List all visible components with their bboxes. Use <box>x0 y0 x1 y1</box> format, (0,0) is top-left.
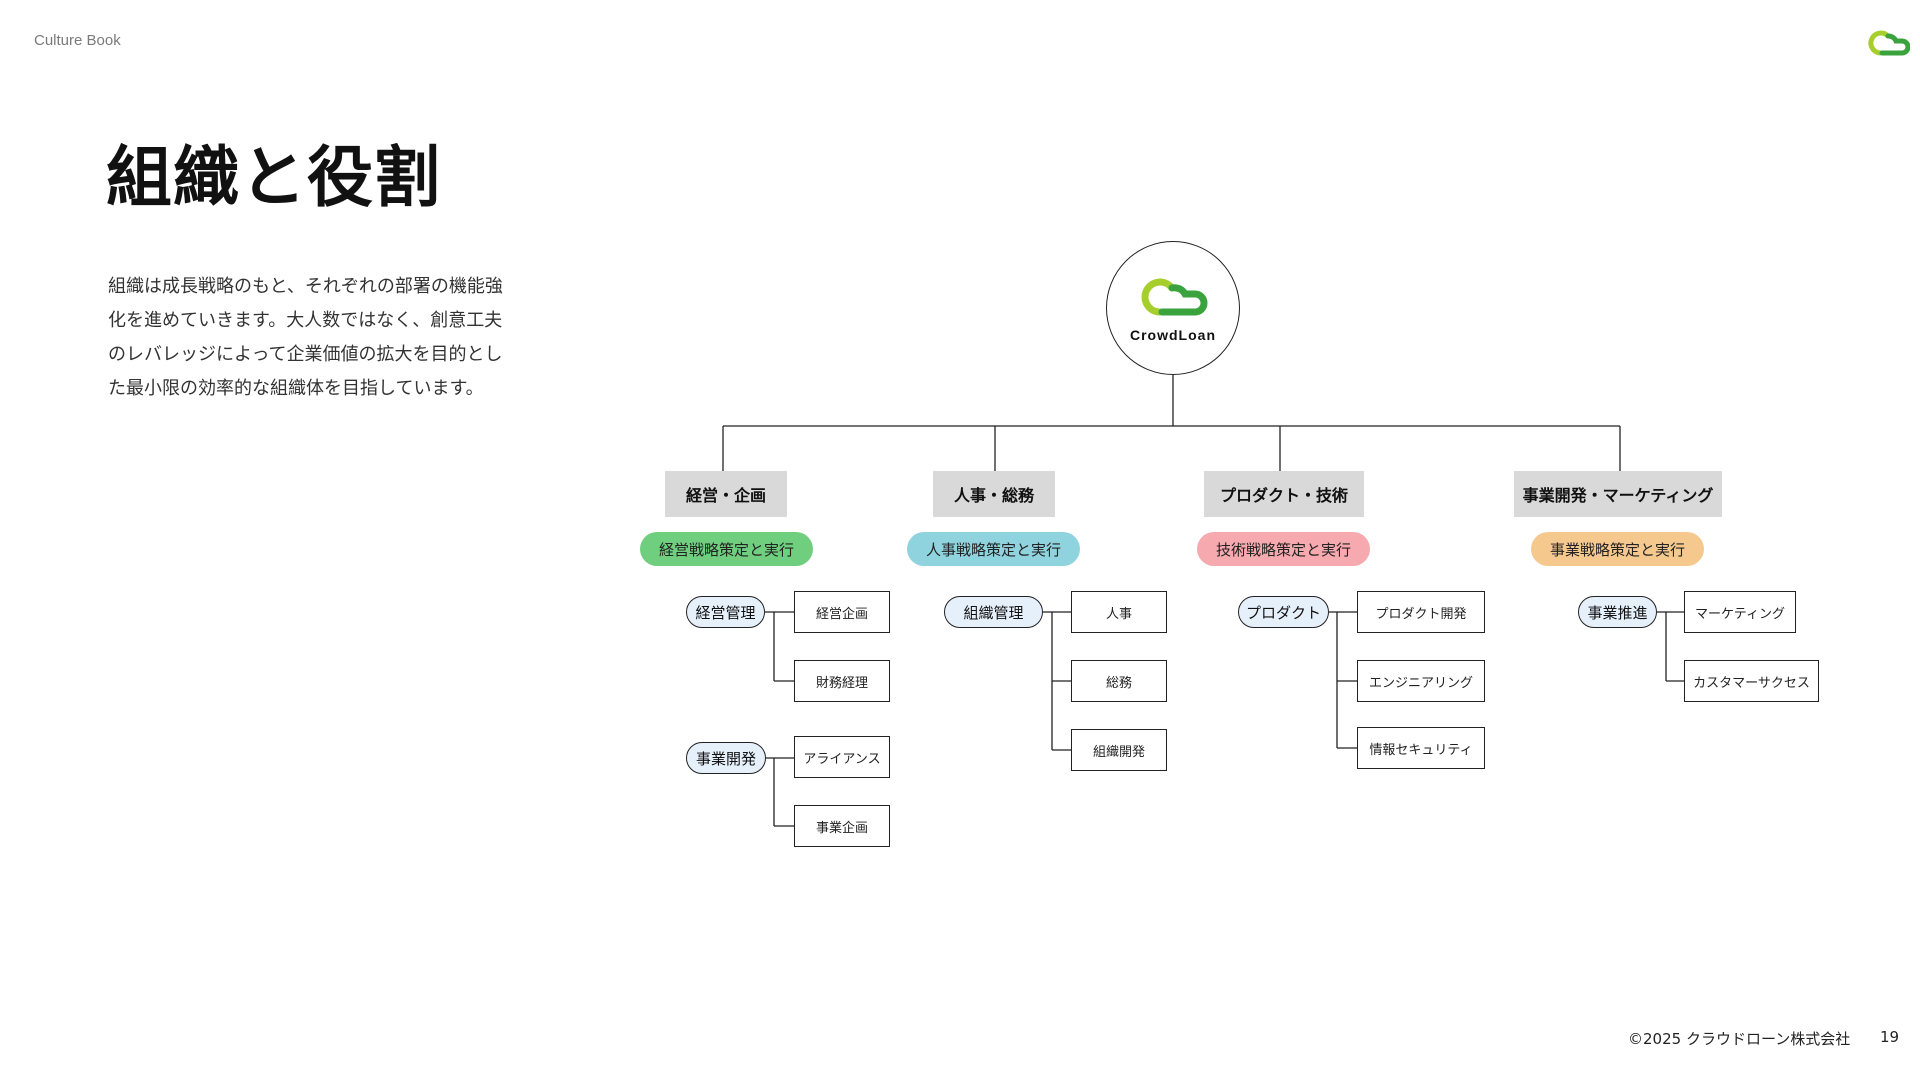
root-node: CrowdLoan <box>1106 241 1240 375</box>
dept-header: プロダクト・技術 <box>1204 471 1364 517</box>
page-title: 組織と役割 <box>106 139 441 216</box>
dept-header: 人事・総務 <box>933 471 1055 517</box>
team-box: 組織開発 <box>1071 729 1167 771</box>
team-box: 経営企画 <box>794 591 890 633</box>
team-box: マーケティング <box>1684 591 1796 633</box>
description-line: 組織は成長戦略のもと、それぞれの部署の機能強 <box>108 276 503 297</box>
brand-text: Culture Book <box>34 32 121 49</box>
team-box: カスタマーサクセス <box>1684 660 1819 702</box>
team-box: 事業企画 <box>794 805 890 847</box>
page-number: 19 <box>1880 1028 1900 1046</box>
group-node: プロダクト <box>1238 596 1329 628</box>
dept-header: 事業開発・マーケティング <box>1514 471 1722 517</box>
mission-pill: 技術戦略策定と実行 <box>1197 532 1370 566</box>
group-node: 組織管理 <box>944 596 1043 628</box>
description-line: のレバレッジによって企業価値の拡大を目的とし <box>108 344 503 365</box>
team-box: 人事 <box>1071 591 1167 633</box>
group-node: 経営管理 <box>686 596 765 628</box>
team-box: アライアンス <box>794 736 890 778</box>
team-box: 情報セキュリティ <box>1357 727 1485 769</box>
root-label: CrowdLoan <box>1130 327 1216 343</box>
group-node: 事業推進 <box>1578 596 1657 628</box>
team-box: 総務 <box>1071 660 1167 702</box>
dept-header: 経営・企画 <box>665 471 787 517</box>
team-box: プロダクト開発 <box>1357 591 1485 633</box>
description-line: た最小限の効率的な組織体を目指しています。 <box>108 378 484 399</box>
description-line: 化を進めていきます。大人数ではなく、創意工夫 <box>108 310 503 331</box>
footer-copyright: ©2025 クラウドローン株式会社 <box>1628 1030 1851 1048</box>
description: 組織は成長戦略のもと、それぞれの部署の機能強 化を進めていきます。大人数ではなく… <box>108 270 538 406</box>
team-box: 財務経理 <box>794 660 890 702</box>
group-node: 事業開発 <box>686 742 766 774</box>
mission-pill: 人事戦略策定と実行 <box>907 532 1080 566</box>
mission-pill: 事業戦略策定と実行 <box>1531 532 1704 566</box>
team-box: エンジニアリング <box>1357 660 1485 702</box>
crowdloan-cloud-icon <box>1868 30 1910 56</box>
crowdloan-cloud-icon <box>1141 278 1208 316</box>
mission-pill: 経営戦略策定と実行 <box>640 532 813 566</box>
